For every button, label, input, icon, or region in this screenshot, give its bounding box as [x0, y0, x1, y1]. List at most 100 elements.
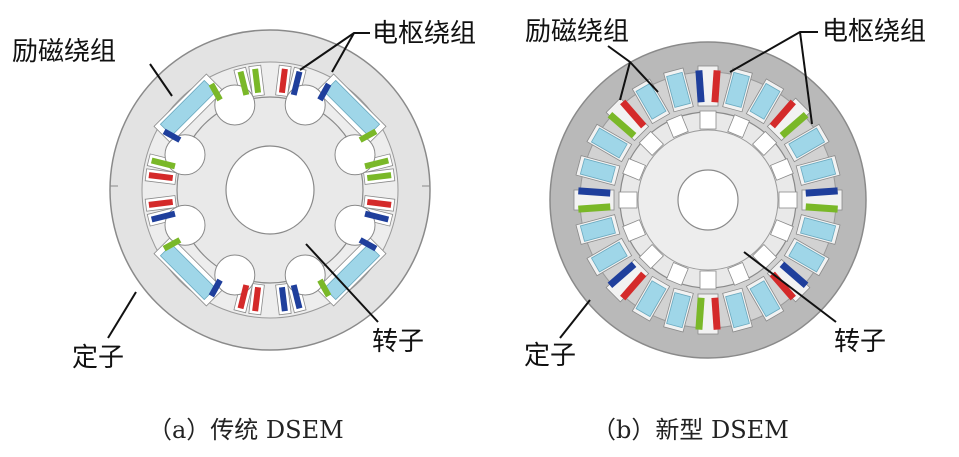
right-field-coil [725, 71, 750, 108]
right-armature-coil [620, 271, 647, 301]
new-dsem-diagram [549, 41, 867, 359]
right-armature-coil [769, 271, 796, 301]
right-field-coil [800, 217, 837, 242]
left-armature-coil [278, 286, 288, 312]
right-rotor-label: 转子 [834, 327, 886, 357]
right-armature-coil [711, 297, 721, 330]
right-field-coil [800, 158, 837, 183]
right-rotor-slot [727, 114, 750, 138]
left-armature-coil [150, 210, 176, 223]
right-field-coil [788, 127, 826, 159]
left-armature-coil [148, 172, 174, 182]
left-armature-coil-green [208, 82, 223, 102]
right-armature-coil [607, 261, 637, 288]
right-field-coil [590, 241, 628, 273]
left-armature-coil [290, 284, 303, 310]
right-field-coil [788, 241, 826, 273]
right-field-coil [749, 280, 781, 318]
right-armature-coil [607, 112, 637, 139]
left-armature-coil-blue [317, 82, 332, 102]
right-rotor-slot [666, 114, 689, 138]
left-rotor-label: 转子 [372, 327, 424, 357]
right-rotor-slot [622, 219, 646, 242]
left-armature-coil-blue [208, 278, 223, 298]
right-armature-coil [578, 203, 611, 213]
left-stator-label: 定子 [72, 343, 124, 373]
right-field-coil [635, 82, 667, 120]
right-stator-leader [559, 299, 591, 339]
left-armature-coil [364, 157, 390, 170]
left-armature-leader-2 [331, 32, 355, 73]
right-field-coil [590, 127, 628, 159]
right-field-leader-2 [619, 61, 631, 101]
right-shaft-hole [677, 169, 739, 231]
left-rotor-notch [284, 254, 326, 296]
left-armature-coil [278, 68, 288, 94]
right-stator-label: 定子 [524, 341, 576, 371]
left-field-winding-label: 励磁绕组 [12, 37, 116, 67]
left-armature-coil-green [162, 237, 182, 252]
left-rotor-leader [305, 243, 379, 323]
left-armature-coil [290, 70, 303, 96]
left-armature-coil [148, 198, 174, 208]
left-rotor-notch [214, 84, 256, 126]
right-field-coil [666, 292, 691, 329]
right-rotor-slot [778, 191, 798, 209]
right-armature-coil [711, 70, 721, 103]
right-rotor-slot [618, 191, 638, 209]
left-armature-winding-label: 电枢绕组 [372, 19, 476, 49]
right-rotor-slot [622, 158, 646, 181]
right-armature-coil [805, 187, 838, 197]
right-rotor-slot [727, 262, 750, 286]
right-armature-coil [779, 261, 809, 288]
right-rotor-slot [666, 262, 689, 286]
right-field-coil [725, 292, 750, 329]
left-armature-coil [252, 286, 262, 312]
right-rotor-slot [770, 219, 794, 242]
left-rotor-notch [214, 254, 256, 296]
right-armature-coil [779, 112, 809, 139]
right-field-coil [579, 217, 616, 242]
right-rotor-slot [638, 130, 664, 156]
right-armature-coil [805, 203, 838, 213]
right-field-coil [666, 71, 691, 108]
left-caption: （a）传统 DSEM [148, 416, 344, 444]
left-armature-coil [150, 157, 176, 170]
right-field-winding-label: 励磁绕组 [525, 17, 629, 47]
right-armature-winding-label: 电枢绕组 [822, 17, 926, 47]
left-rotor-notch [284, 84, 326, 126]
conventional-dsem-diagram [109, 29, 431, 351]
right-field-coil [579, 158, 616, 183]
left-armature-coil [366, 172, 392, 182]
left-rotor-notch [334, 134, 376, 176]
left-shaft-hole [225, 145, 315, 235]
left-rotor-notch [164, 204, 206, 246]
right-armature-coil [578, 187, 611, 197]
left-stator-leader [107, 291, 137, 339]
right-caption: （b）新型 DSEM [592, 416, 789, 444]
left-armature-coil [237, 70, 250, 96]
left-armature-coil-blue [358, 237, 378, 252]
right-rotor-slot [638, 244, 664, 270]
left-armature-coil [366, 198, 392, 208]
right-armature-coil [769, 99, 796, 129]
left-armature-coil-blue [162, 128, 182, 143]
left-rotor-notch [334, 204, 376, 246]
right-rotor-slot [770, 158, 794, 181]
right-field-coil [635, 280, 667, 318]
right-rotor-leader [743, 251, 837, 323]
right-rotor-slot [699, 110, 717, 130]
left-rotor-notch [164, 134, 206, 176]
right-field-coil [749, 82, 781, 120]
right-armature-coil [695, 297, 705, 330]
left-armature-coil-green [317, 278, 332, 298]
right-rotor-slot [752, 130, 778, 156]
right-armature-coil [695, 70, 705, 103]
left-armature-coil-green [358, 128, 378, 143]
right-armature-leader-2 [799, 31, 813, 125]
right-armature-coil [620, 99, 647, 129]
left-armature-coil [237, 284, 250, 310]
left-armature-coil [364, 210, 390, 223]
left-field-leader [149, 63, 173, 97]
